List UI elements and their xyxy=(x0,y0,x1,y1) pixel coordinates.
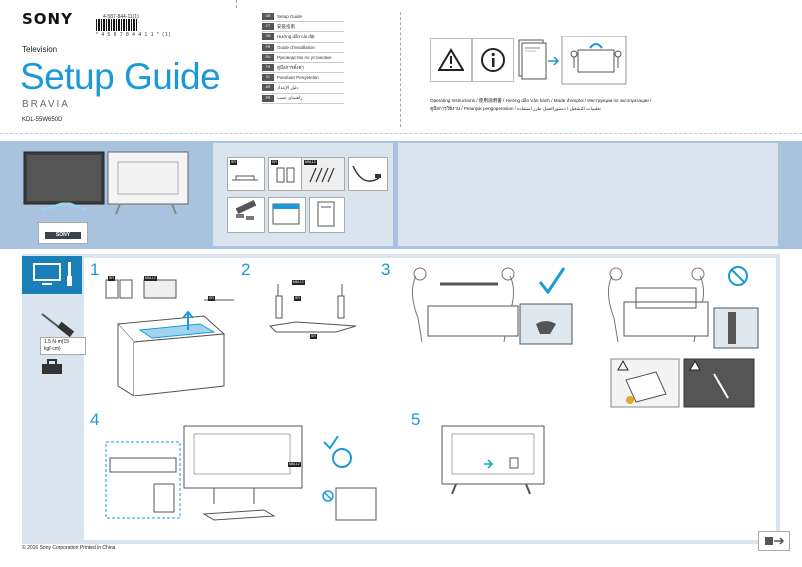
language-name: Panduan Penyetelan xyxy=(277,75,319,81)
product-category: Television xyxy=(22,45,58,54)
sony-logo: SONY xyxy=(22,10,73,28)
language-code: RU xyxy=(262,53,274,61)
copyright: © 2016 Sony Corporation Printed in China xyxy=(22,545,116,551)
step2-tag-sr-2: SR xyxy=(310,334,317,339)
step5-illustration xyxy=(440,422,550,502)
fold-divider-horizontal xyxy=(0,133,802,134)
step1-tag-m6l12: M6L12 xyxy=(144,276,157,281)
language-name: دليل الإعداد xyxy=(277,84,299,90)
warning-icon xyxy=(430,38,472,82)
tools-header xyxy=(22,256,82,294)
safety-icons xyxy=(430,36,627,88)
language-code: GB xyxy=(262,13,274,21)
fold-mark xyxy=(236,0,237,8)
part-tag-sr: SR xyxy=(230,160,237,165)
step2-tag-sr: SR xyxy=(294,296,301,301)
language-name: คู่มือการตั้งค่า xyxy=(277,65,305,71)
document-code: 4-587-844-11(1) xyxy=(103,14,139,20)
toolbox-icon xyxy=(40,358,64,376)
model-number: KDL-55W650D xyxy=(22,117,63,123)
tv-screwdriver-icon xyxy=(33,262,72,286)
step4-illustration: M6L12 xyxy=(104,418,394,533)
language-code: FR xyxy=(262,43,274,51)
language-code: PR xyxy=(262,94,274,102)
operating-instructions-line2: คู่มือการใช้งาน / Petunjuk pengoperasian… xyxy=(430,106,601,111)
language-code: ID xyxy=(262,74,274,82)
language-name: Guide d'installation xyxy=(277,44,315,50)
step1-tag-sr: SR xyxy=(108,276,115,281)
ac-power-cord-part xyxy=(348,157,388,191)
torque-spec: 1.5 N·m{15 kgf·cm} xyxy=(40,337,86,355)
info-icon xyxy=(472,38,514,82)
stand-neck-part: SR xyxy=(227,157,265,191)
sony-stand-label: SONY xyxy=(45,232,81,239)
stand-base-part: SR xyxy=(268,157,306,191)
step3-incorrect-illustration xyxy=(596,262,766,352)
step-number-2: 2 xyxy=(241,260,251,279)
step-number-3: 3 xyxy=(381,260,391,279)
step2-illustration: M6L12 SR SR xyxy=(266,276,366,346)
language-name: راهنمای نصب xyxy=(277,95,303,101)
step3-correct-illustration xyxy=(400,262,580,352)
step3-warning-illustrations xyxy=(610,358,755,408)
tv-front-illustration xyxy=(22,148,192,218)
step-number-1: 1 xyxy=(90,260,100,279)
language-code: CT xyxy=(262,23,274,31)
operating-instructions-text: Operating Instructions / 使用說明書 / Hướng d… xyxy=(430,97,690,113)
step2-tag-m6l12: M6L12 xyxy=(292,280,305,285)
barcode xyxy=(96,19,138,31)
step1-illustration: SR M6L12 SR xyxy=(104,276,239,396)
fold-divider xyxy=(400,12,401,127)
step-number-4: 4 xyxy=(90,410,100,429)
part-tag-sr-2: SR xyxy=(271,160,278,165)
product-line: BRAVIA xyxy=(22,99,70,110)
language-name: 安裝指南 xyxy=(277,23,295,29)
tv-stand-box: SONY xyxy=(38,222,88,244)
language-name: Hướng dẫn cài đặt xyxy=(277,34,315,40)
screwdriver-icon xyxy=(40,310,80,340)
language-name: Setup Guide xyxy=(277,14,303,20)
screws-part: M6L12 xyxy=(301,157,345,191)
language-code: AR xyxy=(262,84,274,92)
step-number-5: 5 xyxy=(411,410,421,429)
part-tag-m6l12: M6L12 xyxy=(304,160,317,165)
quick-guide-part xyxy=(268,197,306,233)
notes-panel xyxy=(398,143,778,246)
language-code: VN xyxy=(262,33,274,41)
step4-tag-m6l12: M6L12 xyxy=(288,462,301,467)
remote-control-part xyxy=(227,197,265,233)
next-page-icon xyxy=(758,531,790,551)
operating-instructions-line1: Operating Instructions / 使用說明書 / Hướng d… xyxy=(430,98,652,103)
language-name: Руководство по установке xyxy=(277,54,332,60)
language-code: TH xyxy=(262,64,274,72)
manual-part xyxy=(309,197,345,233)
page-title: Setup Guide xyxy=(20,56,221,97)
step1-tag-sr-2: SR xyxy=(208,296,215,301)
manual-booklet-icon xyxy=(518,36,630,86)
barcode-number: * 4 5 8 7 8 4 4 1 1 * (1) xyxy=(96,32,172,38)
